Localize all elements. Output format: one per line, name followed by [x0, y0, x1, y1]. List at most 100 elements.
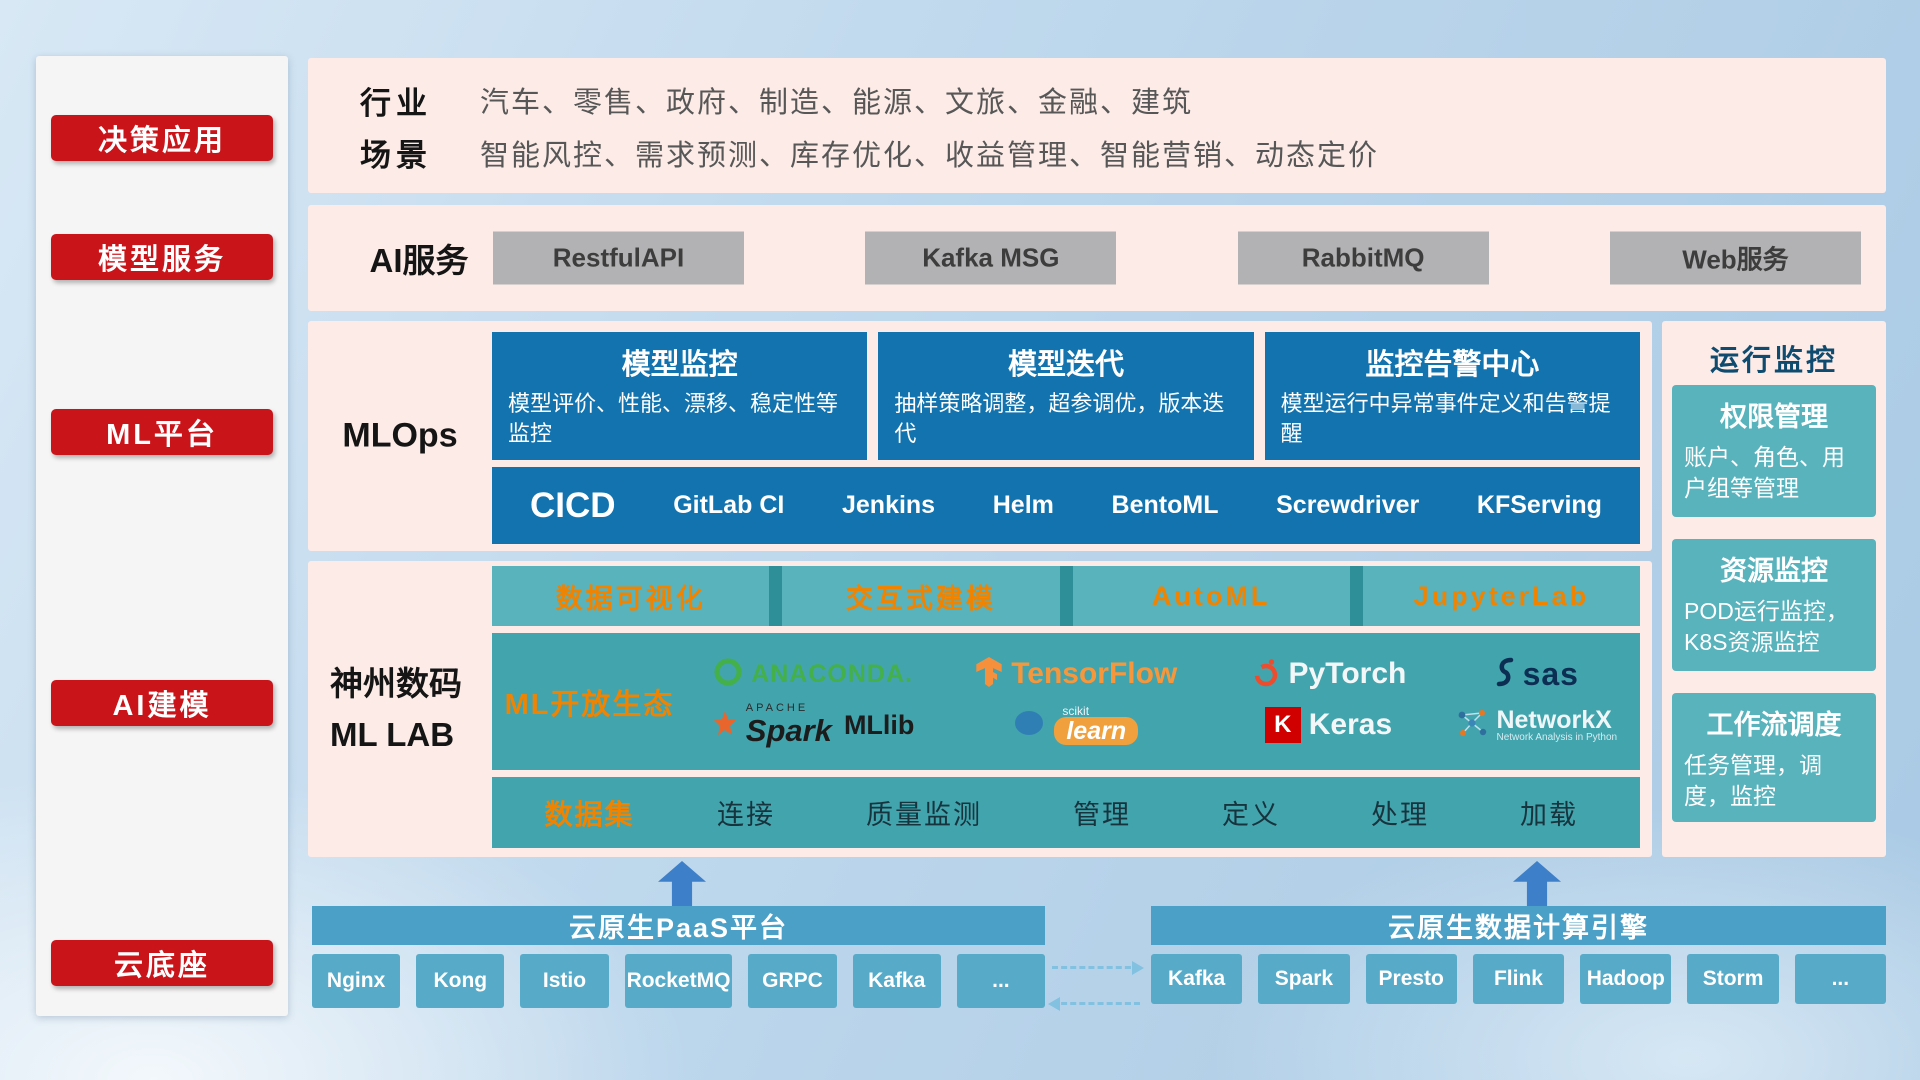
card-desc: 模型评价、性能、漂移、稳定性等监控	[508, 391, 839, 446]
cicd-item-jenkins: Jenkins	[841, 491, 936, 519]
data-engine-buttons: Kafka Spark Presto Flink Hadoop Storm ..…	[1151, 954, 1886, 1004]
keras-wordmark: Keras	[1308, 708, 1393, 741]
spark-button: Spark	[1258, 954, 1350, 1004]
dashed-arrow-right-icon	[1052, 961, 1144, 975]
industry-line: 行业 汽车、零售、政府、制造、能源、文旅、金融、建筑	[360, 78, 1856, 123]
left-sidebar: 决策应用 模型服务 ML平台 AI建模 云底座	[36, 56, 288, 1016]
industry-scenario-content: 行业 汽车、零售、政府、制造、能源、文旅、金融、建筑 场景 智能风控、需求预测、…	[308, 58, 1886, 193]
ml-lab-label-line1: 神州数码	[330, 664, 462, 702]
nginx-button: Nginx	[312, 954, 401, 1008]
spark-mllib-logo: APACHE Spark MLlib	[687, 702, 939, 748]
run-monitoring-title: 运行监控	[1709, 345, 1838, 377]
rabbitmq-button: RabbitMQ	[1237, 231, 1489, 285]
scikit-learn-wordmark-stack: scikit learn	[1054, 703, 1139, 746]
mlops-row: MLOps 模型监控 模型评价、性能、漂移、稳定性等监控 模型迭代 抽样策略调整…	[308, 321, 1652, 551]
storm-button: Storm	[1687, 954, 1779, 1004]
more-button: ...	[956, 954, 1045, 1008]
card-desc: 模型运行中异常事件定义和告警提醒	[1280, 391, 1611, 446]
up-arrow-icon	[1513, 861, 1561, 906]
pytorch-logo: PyTorch	[1213, 656, 1443, 693]
more-button: ...	[1794, 954, 1886, 1004]
data-engine-bar: 云原生数据计算引擎	[1151, 906, 1886, 945]
automl-button: AutoML	[1072, 566, 1350, 626]
paas-platform-bar: 云原生PaaS平台	[312, 906, 1045, 945]
ai-service-label: AI服务	[369, 242, 469, 279]
industry-value: 汽车、零售、政府、制造、能源、文旅、金融、建筑	[480, 87, 1194, 120]
cicd-item-screwdriver: Screwdriver	[1276, 491, 1420, 519]
run-monitoring-cards: 权限管理 账户、角色、用户组等管理 资源监控 POD运行监控，K8S资源监控 工…	[1672, 385, 1876, 823]
rocketmq-button: RocketMQ	[624, 954, 733, 1008]
tensorflow-logo: TensorFlow	[939, 656, 1213, 692]
learn-wordmark: learn	[1054, 717, 1139, 746]
data-visualization-button: 数据可视化	[492, 566, 770, 626]
scikit-caption: scikit	[1062, 703, 1090, 718]
istio-button: Istio	[520, 954, 609, 1008]
interactive-modeling-button: 交互式建模	[782, 566, 1060, 626]
networkx-wordmark: NetworkX	[1496, 705, 1612, 734]
networkx-wordmark-stack: NetworkX Network Analysis in Python	[1496, 705, 1618, 744]
tensorflow-wordmark: TensorFlow	[1011, 657, 1178, 691]
scenario-label: 场景	[360, 138, 432, 174]
model-monitoring-card: 模型监控 模型评价、性能、漂移、稳定性等监控	[492, 332, 868, 460]
mlops-label: MLOps	[342, 416, 458, 455]
cicd-label: CICD	[530, 485, 616, 525]
card-desc: POD运行监控，K8S资源监控	[1684, 598, 1849, 656]
ai-service-row: AI服务 RestfulAPI Kafka MSG RabbitMQ Web服务	[308, 205, 1886, 311]
web-service-button: Web服务	[1609, 231, 1861, 285]
dataset-item-define: 定义	[1222, 800, 1280, 830]
paas-platform-buttons: Nginx Kong Istio RocketMQ GRPC Kafka ...	[312, 954, 1045, 1008]
spark-wordmark: Spark	[745, 712, 832, 748]
dataset-item-quality: 质量监测	[866, 800, 982, 830]
pytorch-wordmark: PyTorch	[1288, 657, 1407, 691]
permission-mgmt-card: 权限管理 账户、角色、用户组等管理	[1672, 385, 1876, 517]
ml-lab-content: 数据可视化 交互式建模 AutoML JupyterLab ML开放生态 ANA…	[492, 566, 1640, 848]
card-desc: 抽样策略调整，超参调优，版本迭代	[894, 391, 1225, 446]
card-title: 模型迭代	[1007, 349, 1124, 381]
alert-center-card: 监控告警中心 模型运行中异常事件定义和告警提醒	[1264, 332, 1640, 460]
networkx-caption: Network Analysis in Python	[1496, 731, 1618, 743]
ai-service-buttons: RestfulAPI Kafka MSG RabbitMQ Web服务	[493, 231, 1861, 285]
up-arrow-icon	[658, 861, 706, 906]
kafka-button: Kafka	[1151, 954, 1243, 1004]
keras-icon: K	[1264, 707, 1301, 743]
networkx-logo: NetworkX Network Analysis in Python	[1444, 705, 1630, 744]
industry-scenario-row: 行业 汽车、零售、政府、制造、能源、文旅、金融、建筑 场景 智能风控、需求预测、…	[308, 58, 1886, 193]
mlops-cards: 模型监控 模型评价、性能、漂移、稳定性等监控 模型迭代 抽样策略调整，超参调优，…	[492, 332, 1640, 460]
dashed-arrow-left-icon	[1048, 997, 1140, 1011]
kong-button: Kong	[416, 954, 505, 1008]
card-desc: 账户、角色、用户组等管理	[1684, 444, 1845, 502]
sidebar-item-ml-platform: ML平台	[51, 409, 273, 455]
card-title: 资源监控	[1720, 556, 1828, 586]
sas-wordmark: sas	[1522, 655, 1579, 692]
cicd-item-gitlab: GitLab CI	[673, 491, 785, 519]
run-monitoring-panel: 运行监控 权限管理 账户、角色、用户组等管理 资源监控 POD运行监控，K8S资…	[1662, 321, 1886, 857]
anaconda-wordmark: ANACONDA.	[751, 659, 913, 688]
industry-label: 行业	[360, 85, 432, 121]
sidebar-item-ai-modeling: AI建模	[51, 680, 273, 726]
hadoop-button: Hadoop	[1580, 954, 1672, 1004]
card-title: 模型监控	[621, 349, 738, 381]
card-title: 工作流调度	[1706, 710, 1842, 740]
dataset-label: 数据集	[544, 798, 635, 830]
kafka-button: Kafka	[852, 954, 941, 1008]
jupyterlab-button: JupyterLab	[1362, 566, 1640, 626]
ml-lab-row: 神州数码 ML LAB 数据可视化 交互式建模 AutoML JupyterLa…	[308, 561, 1652, 857]
anaconda-logo: ANACONDA.	[687, 657, 939, 692]
spark-wordmark-stack: APACHE Spark	[745, 702, 832, 748]
ml-open-ecosystem-label: ML开放生态	[504, 688, 675, 721]
scenario-line: 场景 智能风控、需求预测、库存优化、收益管理、智能营销、动态定价	[360, 130, 1856, 175]
sidebar-item-decision-apps: 决策应用	[51, 115, 273, 161]
networkx-icon	[1456, 708, 1488, 743]
dataset-items: 连接 质量监测 管理 定义 处理 加载	[687, 793, 1640, 832]
tensorflow-icon	[975, 656, 1003, 692]
presto-button: Presto	[1365, 954, 1457, 1004]
kafka-msg-button: Kafka MSG	[865, 231, 1117, 285]
flink-button: Flink	[1472, 954, 1565, 1004]
resource-monitor-card: 资源监控 POD运行监控，K8S资源监控	[1672, 539, 1876, 671]
keras-logo: K Keras	[1213, 707, 1443, 743]
scenario-value: 智能风控、需求预测、库存优化、收益管理、智能营销、动态定价	[480, 139, 1380, 172]
grpc-button: GRPC	[748, 954, 837, 1008]
dataset-row: 数据集 连接 质量监测 管理 定义 处理 加载	[492, 777, 1640, 848]
spark-icon	[712, 710, 738, 741]
